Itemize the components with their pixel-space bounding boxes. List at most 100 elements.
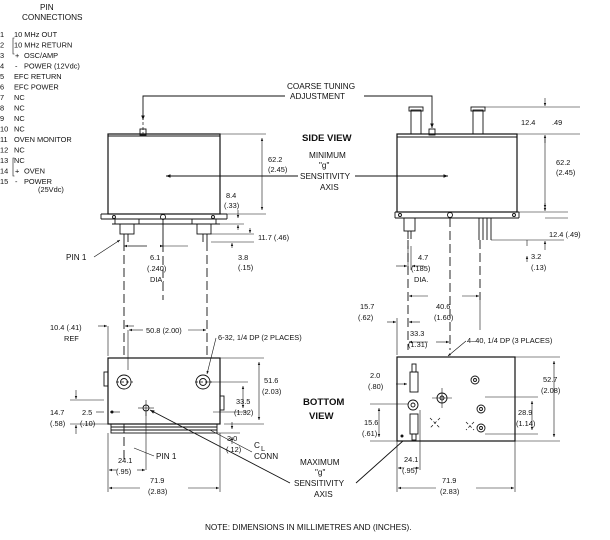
- right-side-view: [394, 106, 520, 240]
- screw-632-label: 6-32, 1/4 DP (2 PLACES): [218, 333, 302, 342]
- pin-label: POWER (12Vdc): [24, 62, 80, 71]
- pin-number: 1: [0, 30, 4, 39]
- tuning-access-right: [428, 128, 436, 136]
- dimension-note: NOTE: DIMENSIONS IN MILLIMETRES AND (INC…: [205, 523, 412, 532]
- pin-polarity: -: [15, 62, 18, 71]
- pin-number: 13: [0, 156, 8, 165]
- pin-label: OVEN MONITOR: [14, 135, 72, 144]
- dim-3-2: 3.2: [531, 252, 541, 261]
- dim-1-31: (1.31): [408, 340, 427, 349]
- dim-49-top: .49: [552, 118, 562, 127]
- min-g-4: AXIS: [320, 183, 339, 192]
- left-side-view: [100, 122, 228, 243]
- pin-label: EFC RETURN: [14, 72, 62, 81]
- min-g-axis-label: MINIMUM "g" SENSITIVITY AXIS: [166, 151, 448, 192]
- cl-sub: L: [261, 444, 265, 453]
- dim-11-7: 11.7 (.46): [258, 233, 289, 242]
- screw-stud-left: [119, 223, 135, 235]
- dim-3-8: 3.8: [238, 253, 248, 262]
- bottom-body-left: [107, 357, 221, 425]
- oven-voltage: (25Vdc): [38, 185, 64, 194]
- dim-2-83-left: (2.83): [148, 487, 167, 496]
- dim-0-80: (.80): [368, 382, 383, 391]
- right-bottom-view: [396, 356, 516, 442]
- dim-15-7: 15.7: [360, 302, 374, 311]
- dim-0-240: (.240): [147, 264, 166, 273]
- min-g-1: MINIMUM: [309, 151, 346, 160]
- dim-0-61: (.61): [362, 429, 377, 438]
- dim-1-32: (1.32): [234, 408, 253, 417]
- max-g-4: AXIS: [314, 490, 333, 499]
- dim-12-4-bot: 12.4 (.49): [549, 230, 581, 239]
- dim-2-45-right: (2.45): [556, 168, 575, 177]
- dim-52-7: 52.7: [543, 375, 557, 384]
- pin-label: 10 MHz RETURN: [14, 41, 72, 50]
- dim-14-7: 14.7: [50, 408, 64, 417]
- right-bottom-dimensions: 15.7 (.62) 40.6 (1.60) 33.3 (1.31) 4–40,…: [358, 294, 560, 496]
- dim-0-58: (.58): [50, 419, 65, 428]
- dim-0-95-right: (.95): [402, 466, 417, 475]
- dia-right: DIA.: [414, 275, 428, 284]
- dim-2-0: 2.0: [370, 371, 380, 380]
- mounting-boss-right: [191, 218, 217, 225]
- pin-label: NC: [14, 114, 25, 123]
- dim-3-0: 3.0: [227, 434, 237, 443]
- dim-0-95-left: (.95): [116, 467, 131, 476]
- pin-label: POWER: [24, 177, 52, 186]
- max-g-1: MAXIMUM: [300, 458, 340, 467]
- dim-0-33: (.33): [224, 201, 239, 210]
- max-g-3: SENSITIVITY: [294, 479, 345, 488]
- pin1-side-label: PIN 1: [66, 253, 87, 262]
- screw-hole-3: [476, 423, 486, 433]
- bottom-view-label-2: VIEW: [309, 411, 334, 422]
- dim-28-9: 28.9: [518, 408, 532, 417]
- max-g-2: "g": [315, 468, 325, 477]
- dim-33-3: 33.3: [410, 329, 424, 338]
- pin-label: NC: [14, 125, 25, 134]
- pin-number: 15: [0, 177, 8, 186]
- coarse-tuning-label-2: ADJUSTMENT: [290, 92, 345, 101]
- dim-2-5: 2.5: [82, 408, 92, 417]
- oscillator-body: [107, 133, 221, 215]
- pin-label: OSC/AMP: [24, 51, 58, 60]
- pin-polarity: -: [15, 177, 18, 186]
- cl-label: C: [254, 441, 260, 450]
- dim-0-13: (.13): [531, 263, 546, 272]
- pin-polarity: +: [15, 51, 19, 60]
- screw-stud-right: [196, 223, 212, 235]
- bottom-view-label-1: BOTTOM: [303, 397, 344, 408]
- projection-lines: [123, 218, 481, 460]
- dim-2-45-left: (2.45): [268, 165, 287, 174]
- pin-title-2: CONNECTIONS: [22, 13, 83, 22]
- dim-50-8: 50.8 (2.00): [146, 326, 182, 335]
- pin-number: 7: [0, 93, 4, 102]
- coarse-tuning-callout: COARSE TUNING ADJUSTMENT: [141, 82, 434, 128]
- dim-71-9-left: 71.9: [150, 476, 164, 485]
- dim-2-83-right: (2.83): [440, 487, 459, 496]
- pin-number: 6: [0, 83, 4, 92]
- left-bottom-dimensions: 10.4 (.41) REF 50.8 (2.00) 6-32, 1/4 DP …: [50, 323, 302, 496]
- dim-0-185: (.185): [411, 264, 430, 273]
- dim-71-9-right: 71.9: [442, 476, 456, 485]
- pin-number: 9: [0, 114, 4, 123]
- pin-label: EFC POWER: [14, 83, 59, 92]
- pin-number: 4: [0, 62, 4, 71]
- conn-label: CONN: [254, 452, 278, 461]
- bottom-body-right: [396, 356, 516, 442]
- screw-hole-2: [476, 404, 486, 414]
- dim-0-62: (.62): [358, 313, 373, 322]
- right-side-dimensions: 12.4 .49 62.2 (2.45) 12.4 (.49) 3.2 (.13…: [396, 98, 581, 284]
- pin-label: NC: [14, 104, 25, 113]
- min-g-2: "g": [319, 161, 329, 170]
- screw-440-label: 4–40, 1/4 DP (3 PLACES): [467, 336, 552, 345]
- pin-polarity: +: [15, 167, 19, 176]
- min-g-3: SENSITIVITY: [300, 172, 351, 181]
- oscillator-body-right: [396, 133, 518, 213]
- pin-title-1: PIN: [40, 3, 54, 12]
- dim-2-08: (2.08): [541, 386, 560, 395]
- osc-power-bracket: [12, 37, 15, 55]
- screw-stud-right-view: [403, 217, 416, 232]
- adjust-post-right: [472, 109, 484, 135]
